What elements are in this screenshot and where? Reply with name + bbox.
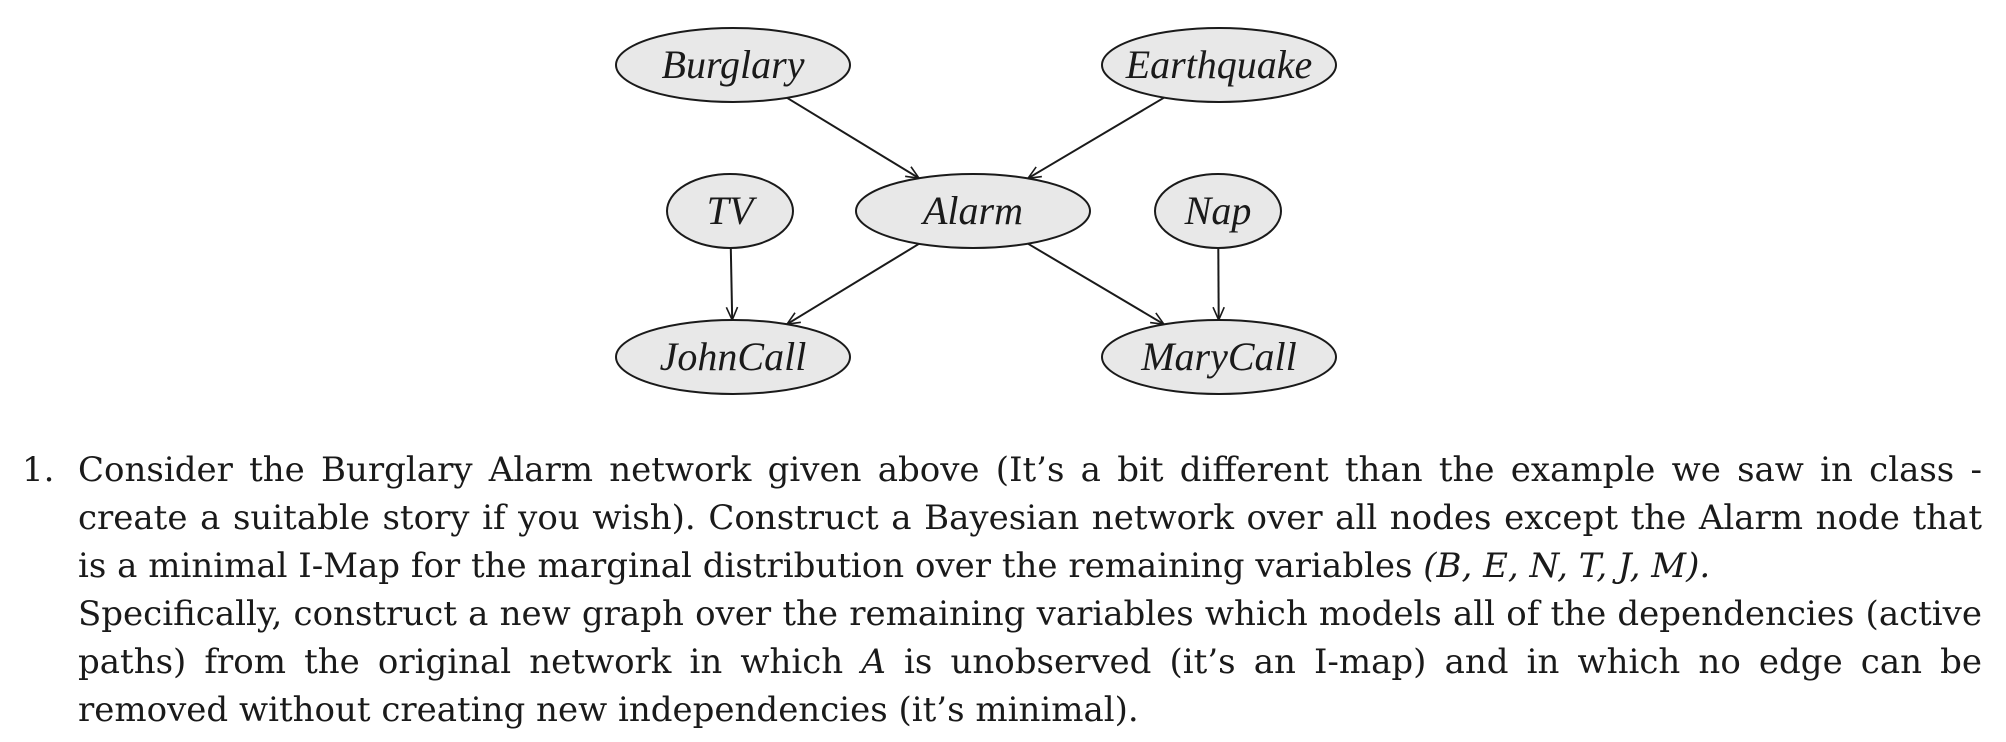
node-alarm: Alarm (855, 173, 1091, 249)
node-tv-ellipse (666, 173, 794, 249)
question-line-3-text: is a minimal I-Map for the marginal dist… (78, 546, 1413, 586)
node-burglary: Burglary (615, 27, 851, 103)
question-line-2: create a suitable story if you wish). Co… (78, 498, 1982, 538)
question-number: 1. (22, 450, 55, 490)
node-tv-label: TV (707, 188, 758, 233)
node-earthquake-label: Earthquake (1125, 42, 1313, 87)
question-line-4: Specifically, construct a new graph over… (78, 594, 1982, 634)
question-line-5-rest: is unobserved (it’s an I-map) and in whi… (904, 642, 1983, 682)
edge-earthquake-to-alarm (1028, 96, 1165, 179)
node-johncall: JohnCall (615, 319, 851, 395)
question-line-6: removed without creating new independenc… (78, 690, 1139, 730)
node-nap-label: Nap (1184, 188, 1252, 233)
edge-burglary-to-alarm (786, 96, 919, 178)
variable-set: (B, E, N, T, J, M). (1423, 546, 1711, 586)
node-nap-ellipse (1154, 173, 1282, 249)
node-alarm-label: Alarm (920, 188, 1023, 233)
node-johncall-ellipse (615, 319, 851, 395)
question-line-5-text: paths) from the original network in whic… (78, 642, 844, 682)
node-marycall-label: MaryCall (1140, 334, 1297, 379)
edge-alarm-to-marycall (1027, 242, 1164, 325)
node-earthquake: Earthquake (1101, 27, 1337, 103)
variable-a: A (861, 642, 886, 682)
edge-alarm-to-johncall (787, 242, 920, 324)
question-line-1: Consider the Burglary Alarm network give… (78, 450, 1982, 490)
edges-layer (731, 96, 1219, 325)
node-marycall: MaryCall (1101, 319, 1337, 395)
node-marycall-ellipse (1101, 319, 1337, 395)
node-nap: Nap (1154, 173, 1282, 249)
question-block: 1. Consider the Burglary Alarm network g… (22, 446, 1982, 734)
edge-tv-to-johncall (731, 247, 732, 320)
node-johncall-label: JohnCall (660, 334, 807, 379)
node-burglary-label: Burglary (662, 42, 805, 87)
question-body: Consider the Burglary Alarm network give… (78, 446, 1982, 734)
question-line-3: is a minimal I-Map for the marginal dist… (78, 542, 1982, 590)
node-earthquake-ellipse (1101, 27, 1337, 103)
node-burglary-ellipse (615, 27, 851, 103)
node-tv: TV (666, 173, 794, 249)
question-line-5: paths) from the original network in whic… (78, 638, 1982, 686)
node-alarm-ellipse (855, 173, 1091, 249)
